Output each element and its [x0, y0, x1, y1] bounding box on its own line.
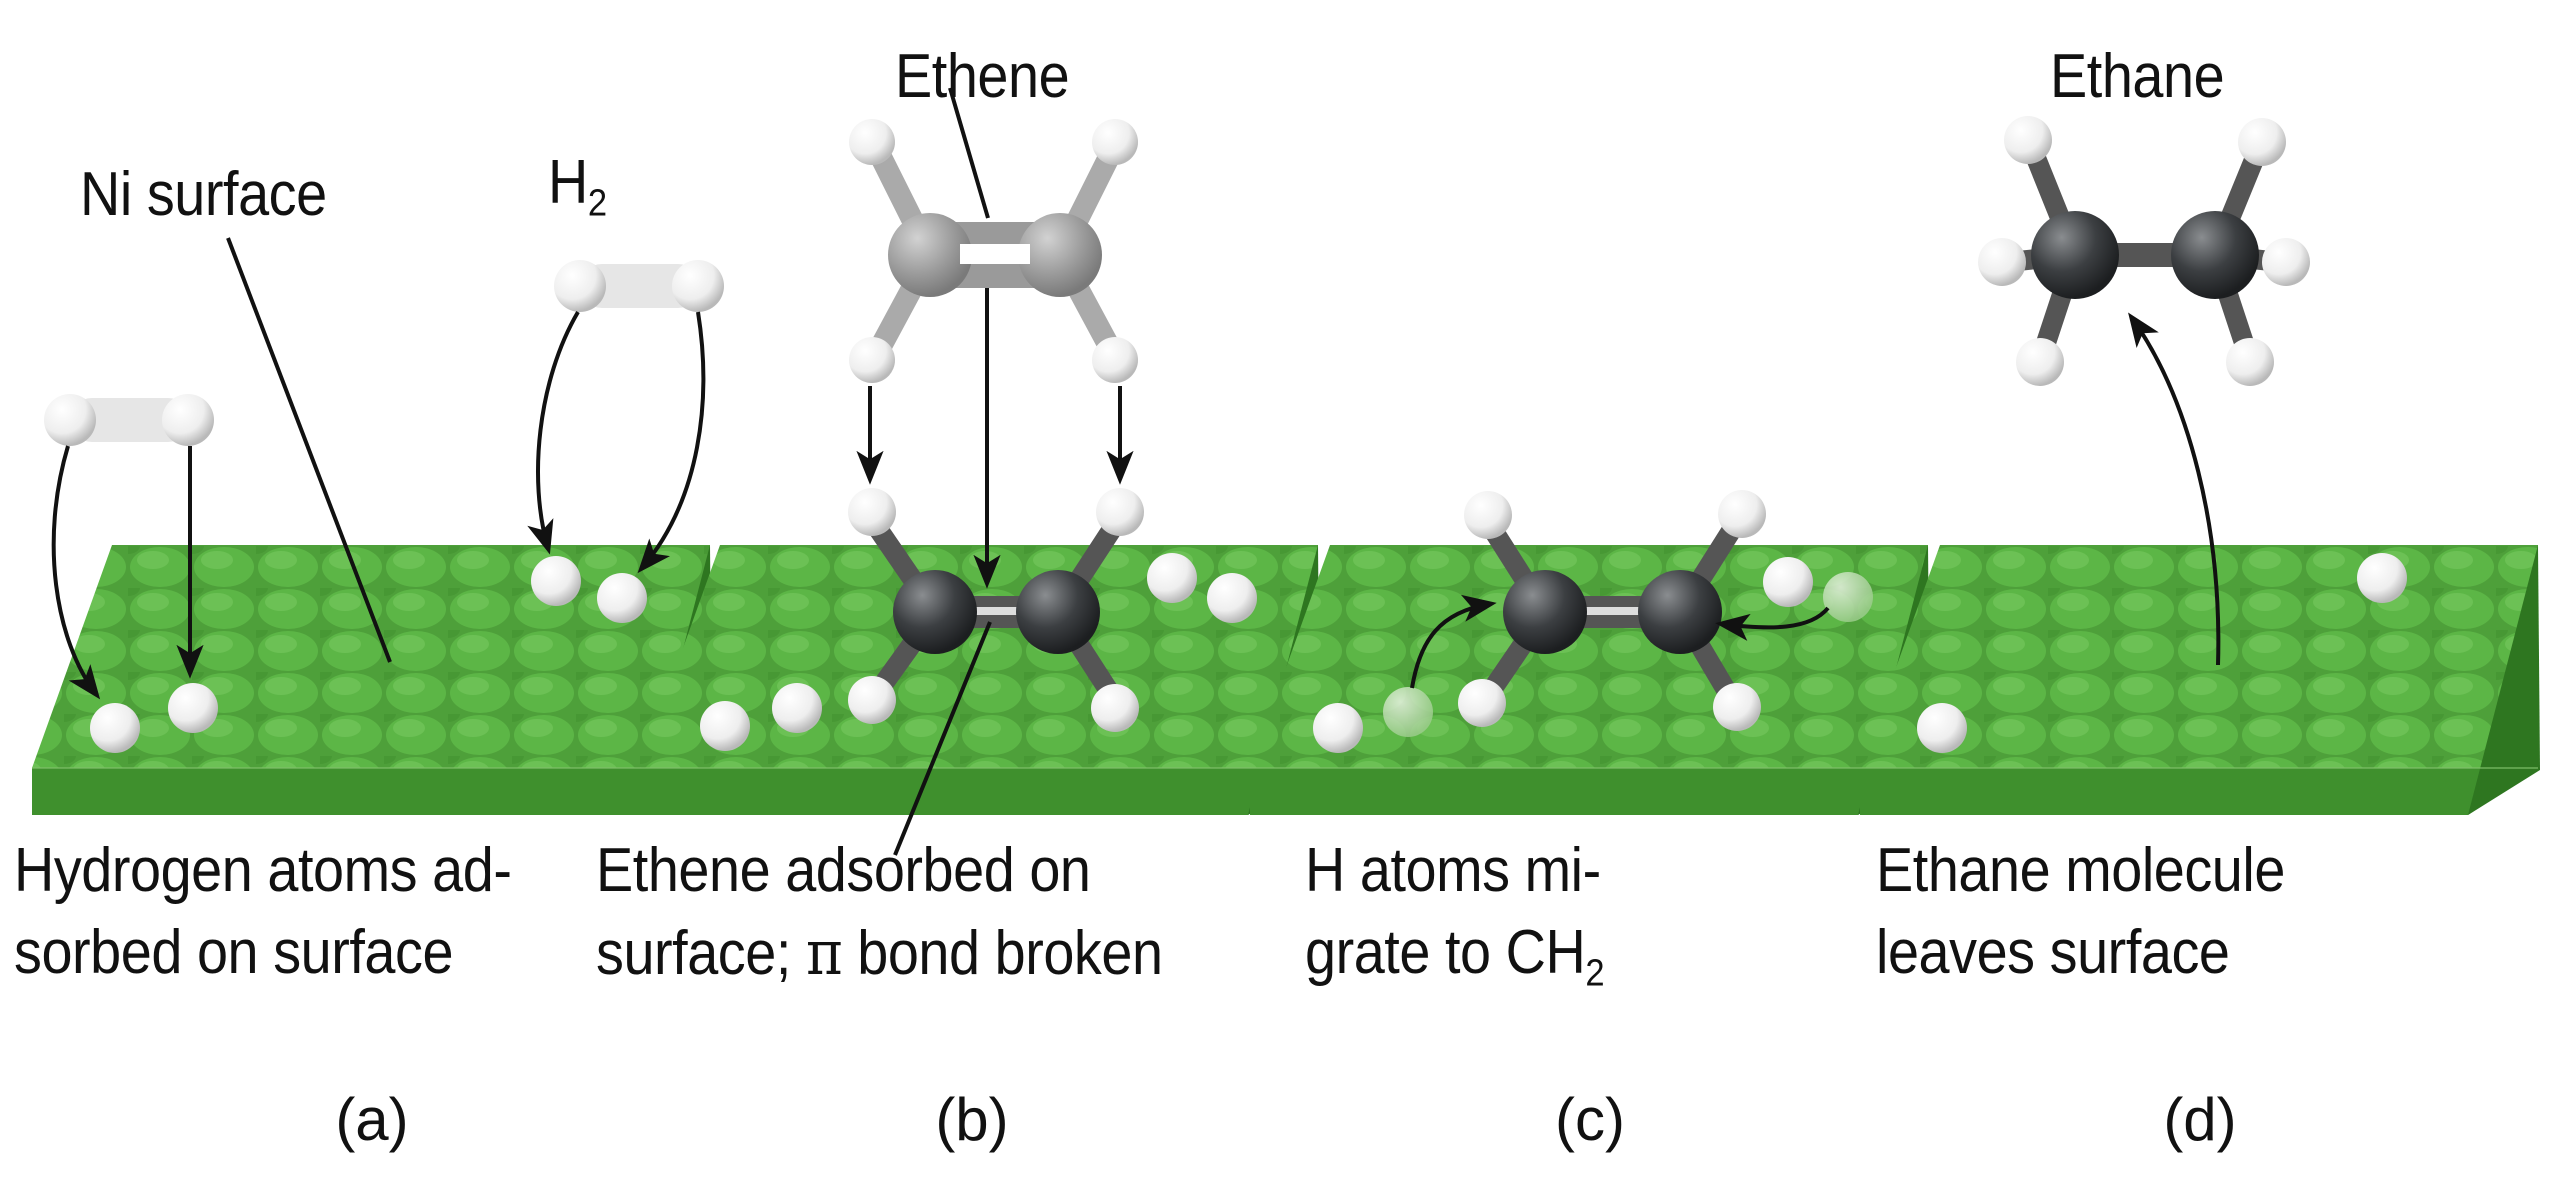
caption-a-line2: sorbed on surface [14, 917, 454, 987]
panel-c-molecules [1313, 490, 1873, 753]
caption-d-line2: leaves surface [1876, 917, 2230, 987]
caption-b-line2-post: bond broken [842, 918, 1163, 988]
caption-a-line1: Hydrogen atoms ad- [14, 836, 512, 905]
caption-c-subscript: 2 [1585, 951, 1605, 995]
panel-letter-d: (d) [2163, 1086, 2237, 1153]
caption-a: Hydrogen atoms ad- sorbed on surface [14, 830, 512, 994]
caption-b-line2: surface; π bond broken [596, 912, 1163, 995]
pi-symbol: π [805, 915, 843, 989]
caption-d: Ethane molecule leaves surface [1876, 830, 2285, 994]
ethene-label: Ethene [895, 42, 1070, 111]
pi-bond-pointer [893, 621, 992, 856]
ethane-molecule [1917, 116, 2407, 753]
panel-letter-a: (a) [335, 1086, 409, 1153]
panel-c-arrows [1410, 594, 1830, 689]
ni-surface-d [1860, 545, 2540, 815]
h2-label-subscript: 2 [587, 181, 607, 225]
caption-b: Ethene adsorbed on surface; π bond broke… [596, 830, 1163, 995]
h2-label: H2 [548, 142, 607, 229]
caption-d-line1: Ethane molecule [1876, 836, 2285, 905]
ethene-adsorbed-molecule [700, 488, 1257, 751]
caption-c: H atoms mi- grate to CH2 [1305, 830, 1605, 999]
ni-surface-label: Ni surface [80, 160, 327, 229]
h2-label-main: H [548, 148, 588, 217]
caption-c-line2: grate to CH2 [1305, 912, 1605, 999]
panel-letter-b: (b) [935, 1086, 1009, 1153]
caption-c-line1: H atoms mi- [1305, 836, 1601, 905]
ethene-gas-molecule [849, 119, 1138, 383]
panel-a-arrows [51, 310, 706, 700]
caption-c-line2-pre: grate to CH [1305, 917, 1586, 987]
panel-letter-c: (c) [1555, 1086, 1625, 1153]
ethane-label: Ethane [2050, 42, 2225, 111]
ethene-pointer [948, 87, 990, 219]
caption-b-line2-pre: surface; [596, 918, 806, 988]
panel-b-arrows [856, 288, 1134, 589]
panel-a-molecules [44, 260, 724, 753]
caption-b-line1: Ethene adsorbed on [596, 836, 1091, 905]
ethane-leaving-arrow [2128, 312, 2221, 666]
ni-surface-pointer [226, 237, 392, 663]
